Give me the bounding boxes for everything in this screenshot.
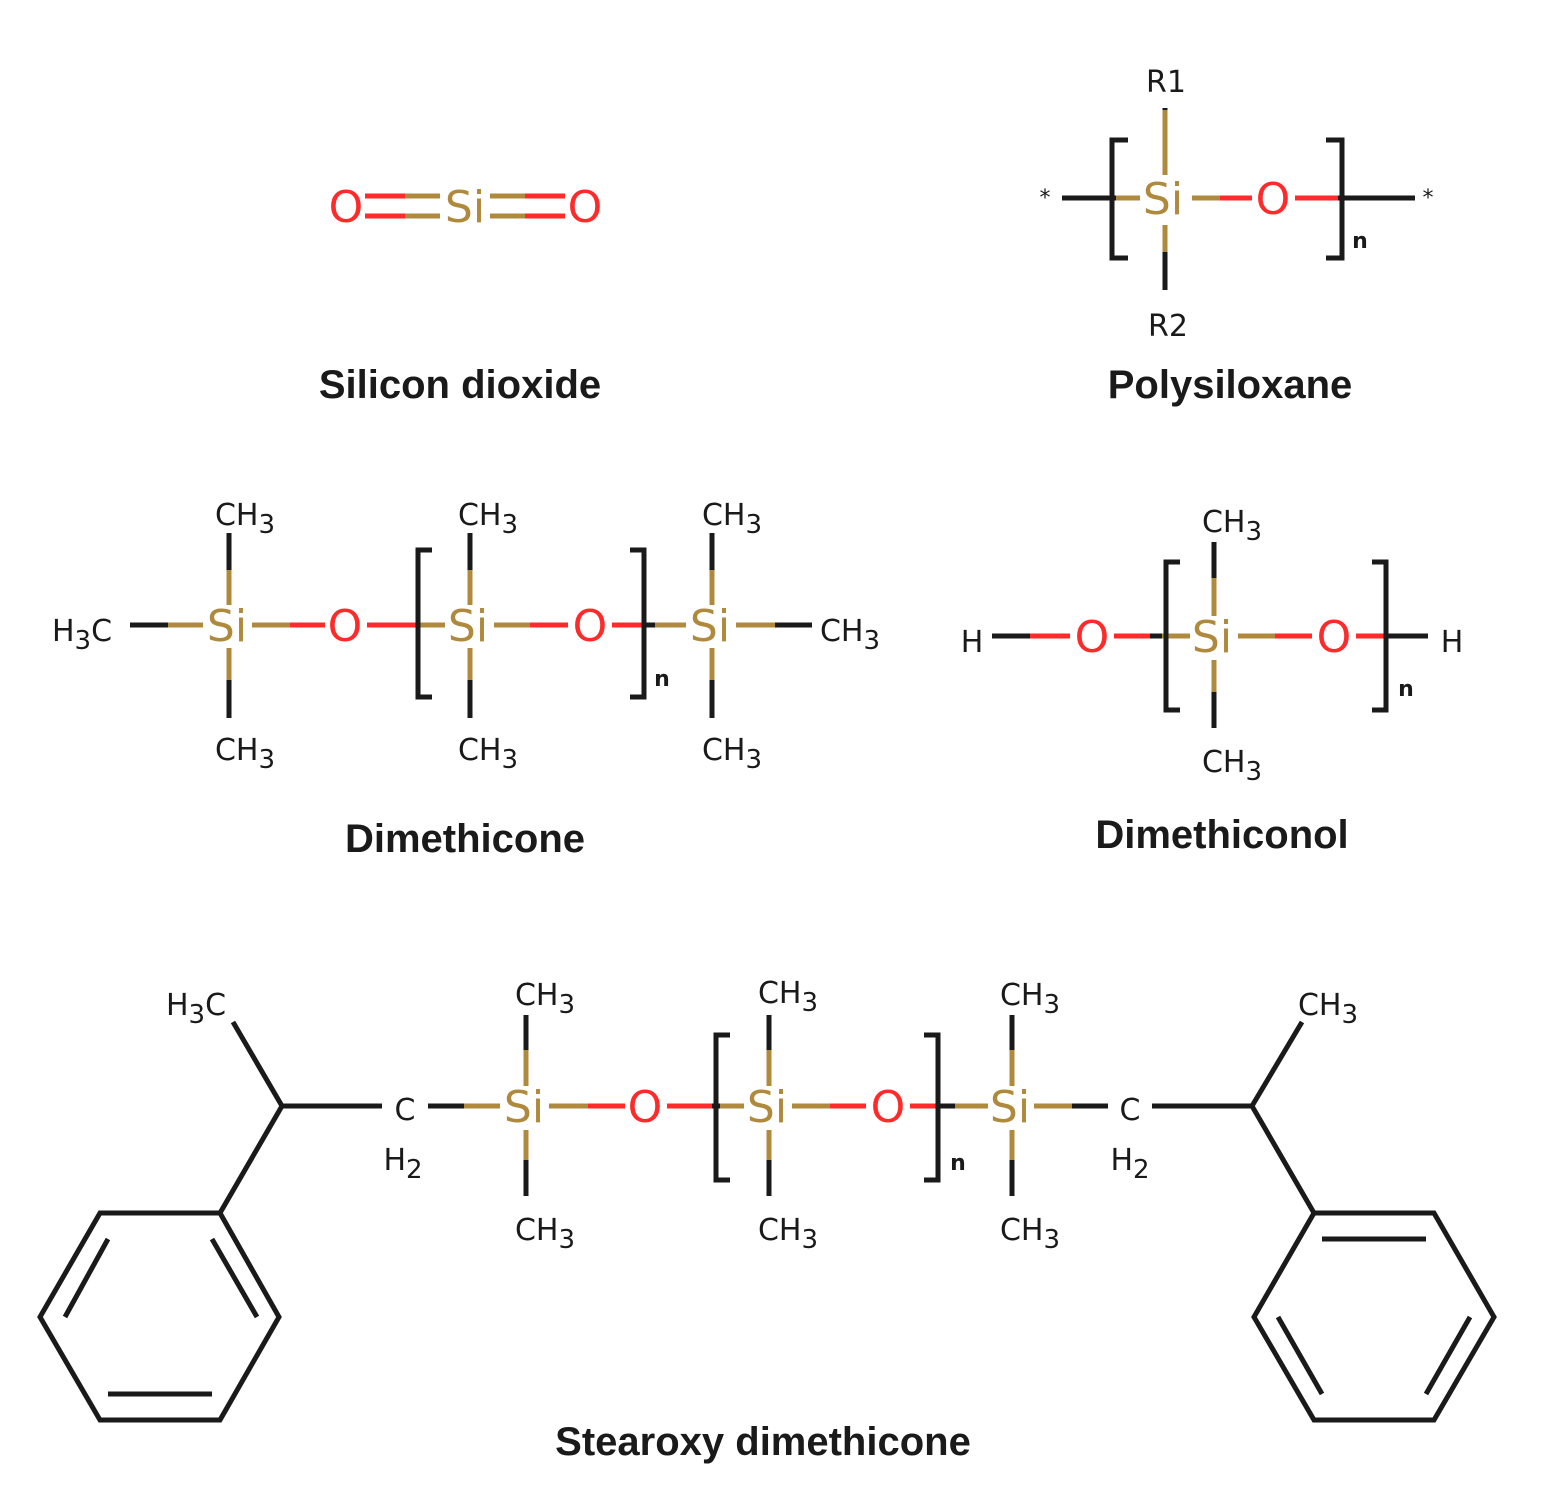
silicon-atom: Si [1192,612,1232,663]
polysiloxane-structure: * Si O n * R1 R2 Polysiloxane [1040,65,1434,407]
bracket-left [1163,559,1180,713]
methyl-ch3: CH3 [758,976,818,1018]
methyl-ch3: CH3 [1202,745,1262,787]
methyl-ch3: CH3 [515,978,575,1020]
caption-silicon-dioxide: Silicon dioxide [319,363,601,407]
methylene-h2: H2 [383,1143,422,1185]
methyl-ch3: CH3 [1000,1213,1060,1255]
oxygen-atom: O [628,1082,663,1133]
silicon-atom: Si [990,1082,1030,1133]
stearoxy-dimethicone-structure: H3C C H2 Si CH3 CH3 O Si CH3 CH3 O n [37,976,1497,1464]
methyl-ch3: CH3 [458,733,518,775]
repeat-index-n: n [950,1151,966,1176]
silicon-atom: Si [1143,174,1183,225]
methyl-h3c: H3C [52,614,112,656]
oxygen-atom: O [1075,612,1110,663]
repeat-index-n: n [654,667,670,692]
methyl-ch3: CH3 [1298,988,1358,1030]
hydrogen-atom: H [961,625,984,660]
oxygen-atom: O [871,1082,906,1133]
caption-dimethicone: Dimethicone [345,817,585,861]
silicon-atom: Si [747,1082,787,1133]
bracket-left [713,1032,730,1183]
repeat-index-n: n [1398,677,1414,702]
methyl-ch3: CH3 [1202,505,1262,547]
oxygen-atom: O [328,601,363,652]
asterisk-end-right: * [1423,186,1434,211]
silicon-atom: Si [504,1082,544,1133]
double-bond-left [365,193,440,219]
phenyl-ring-left [37,1210,282,1423]
repeat-index-n: n [1352,229,1368,254]
methylene-ch2: C [1120,1093,1141,1128]
methyl-ch3: CH3 [215,498,275,540]
methyl-ch3: CH3 [702,733,762,775]
phenyl-ring-right [1251,1210,1497,1423]
bracket-left [1109,137,1128,261]
oxygen-atom: O [1317,612,1352,663]
silicon-atom: Si [207,601,247,652]
dimethicone-structure: H3C Si CH3 CH3 O Si CH3 CH3 O n Si [52,498,880,861]
methyl-h3c: H3C [166,988,226,1030]
silicon-atom: Si [448,601,488,652]
bracket-right [924,1032,941,1183]
oxygen-atom: O [1256,174,1291,225]
substituent-r1: R1 [1146,65,1186,100]
oxygen-atom: O [329,182,364,233]
caption-dimethiconol: Dimethiconol [1095,813,1348,857]
methyl-ch3: CH3 [758,1213,818,1255]
methyl-ch3: CH3 [1000,978,1060,1020]
silicon-atom: Si [690,601,730,652]
methylene-h2: H2 [1110,1143,1149,1185]
bracket-right [1326,137,1345,261]
oxygen-atom: O [573,601,608,652]
silicon-dioxide-structure: O Si O Silicon dioxide [319,182,602,407]
hydrogen-atom: H [1441,625,1464,660]
bracket-left [415,547,432,700]
caption-stearoxy-dimethicone: Stearoxy dimethicone [555,1420,971,1464]
methyl-ch3: CH3 [820,614,880,656]
double-bond-right [490,193,565,219]
methyl-ch3: CH3 [458,498,518,540]
methyl-ch3: CH3 [515,1213,575,1255]
aromatic-inner-bonds-right [1275,1236,1473,1396]
oxygen-atom: O [568,182,603,233]
methyl-ch3: CH3 [702,498,762,540]
caption-polysiloxane: Polysiloxane [1108,363,1353,407]
methylene-ch2: C [395,1093,416,1128]
bracket-right [630,547,647,700]
dimethiconol-structure: H O Si CH3 CH3 O n H Dimethiconol [961,505,1464,857]
asterisk-end-left: * [1040,186,1051,211]
substituent-r2: R2 [1148,309,1188,344]
silicon-atom: Si [445,182,485,233]
aromatic-inner-bonds-left [62,1237,260,1397]
methyl-ch3: CH3 [215,733,275,775]
bracket-right [1372,559,1389,713]
